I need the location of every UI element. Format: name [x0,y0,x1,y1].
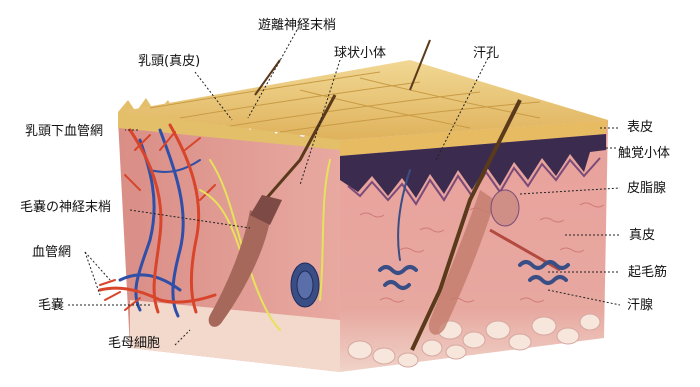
label-hair-matrix-cells: 毛母細胞 [108,336,160,351]
lamellar-corpuscle [291,263,319,307]
label-arrector-pili: 起毛筋 [628,265,667,280]
label-dermal-papilla: 乳頭(真皮) [138,54,200,69]
label-free-nerve-endings: 遊離神経末梢 [258,18,336,33]
label-lamellar-corpuscle: 球状小体 [334,46,386,61]
label-sweat-gland: 汗腺 [627,298,653,313]
label-dermis: 真皮 [629,228,655,243]
label-epidermis: 表皮 [627,120,653,135]
label-subpapillary-plexus: 乳頭下血管網 [25,124,103,139]
label-vascular-network: 血管網 [32,245,71,260]
label-sweat-pore: 汗孔 [473,46,499,61]
label-follicle-nerve-endings: 毛嚢の神経末梢 [20,200,111,215]
label-sebaceous-gland: 皮脂腺 [627,181,666,196]
label-hair-follicle: 毛嚢 [38,298,64,313]
label-meissner-corpuscle: 触覚小体 [618,146,670,161]
